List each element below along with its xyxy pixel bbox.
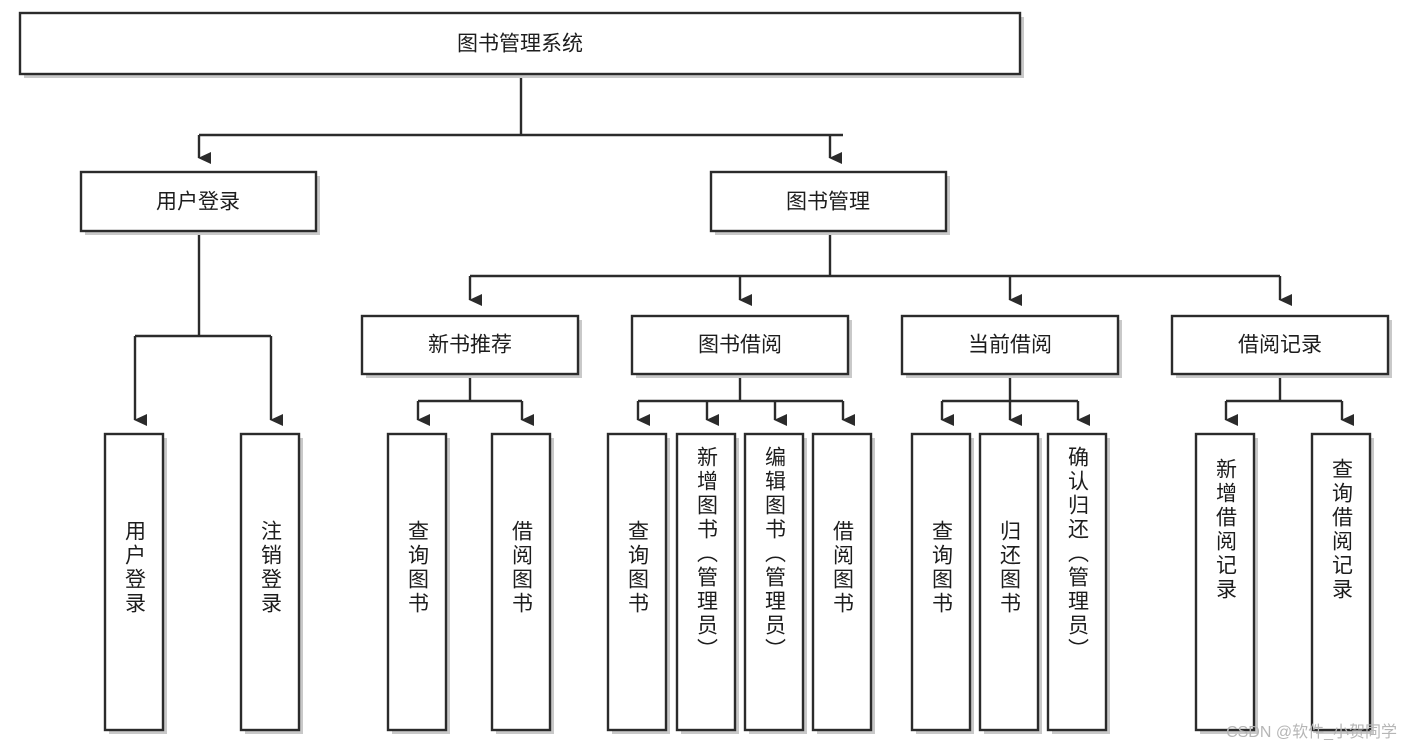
leaf-borrow-book-1-label: 借阅图书 — [510, 520, 534, 616]
node-new-book-recommend-label: 新书推荐 — [428, 334, 512, 357]
leaf-edit-book-label: 编辑图书（管理员） — [763, 446, 787, 662]
node-book-borrow[interactable]: 图书借阅 — [630, 314, 852, 378]
leaf-user-login[interactable]: 用户登录 — [103, 432, 167, 734]
node-book-manage-label: 图书管理 — [786, 191, 870, 214]
node-root[interactable]: 图书管理系统 — [18, 11, 1024, 78]
node-new-book-recommend[interactable]: 新书推荐 — [360, 314, 582, 378]
leaf-return-book-label: 归还图书 — [998, 520, 1022, 616]
leaf-query-record-label: 查询借阅记录 — [1330, 458, 1354, 602]
node-borrow-record-label: 借阅记录 — [1238, 334, 1322, 357]
connectors-layer — [133, 76, 1354, 426]
leaf-query-book-2[interactable]: 查询图书 — [606, 432, 670, 734]
leaf-add-record-label: 新增借阅记录 — [1214, 458, 1238, 602]
leaf-borrow-book-2-label: 借阅图书 — [831, 520, 855, 616]
leaf-query-book-3[interactable]: 查询图书 — [910, 432, 974, 734]
node-current-borrow-label: 当前借阅 — [968, 334, 1052, 357]
leaf-user-logout-label: 注销登录 — [259, 520, 283, 616]
leaf-user-logout[interactable]: 注销登录 — [239, 432, 303, 734]
leaf-query-book-1-label: 查询图书 — [406, 520, 430, 616]
leaf-query-book-3-label: 查询图书 — [930, 520, 954, 616]
leaf-query-record[interactable]: 查询借阅记录 — [1310, 432, 1374, 734]
leaf-user-login-label: 用户登录 — [123, 520, 147, 616]
leaf-return-book[interactable]: 归还图书 — [978, 432, 1042, 734]
node-book-borrow-label: 图书借阅 — [698, 334, 782, 357]
node-user-login[interactable]: 用户登录 — [79, 170, 320, 235]
node-book-manage[interactable]: 图书管理 — [709, 170, 950, 235]
node-root-label: 图书管理系统 — [457, 33, 583, 56]
node-current-borrow[interactable]: 当前借阅 — [900, 314, 1122, 378]
leaf-add-book-label: 新增图书（管理员） — [695, 446, 719, 662]
leaf-edit-book[interactable]: 编辑图书（管理员） — [743, 432, 807, 734]
leaf-borrow-book-2[interactable]: 借阅图书 — [811, 432, 875, 734]
leaf-add-book[interactable]: 新增图书（管理员） — [675, 432, 739, 734]
csdn-watermark: CSDN @软件_小贺同学 — [1226, 724, 1397, 741]
leaf-confirm-return[interactable]: 确认归还（管理员） — [1046, 432, 1110, 734]
node-borrow-record[interactable]: 借阅记录 — [1170, 314, 1392, 378]
leaf-confirm-return-label: 确认归还（管理员） — [1066, 446, 1090, 662]
leaf-add-record[interactable]: 新增借阅记录 — [1194, 432, 1258, 734]
leaf-borrow-book-1[interactable]: 借阅图书 — [490, 432, 554, 734]
node-user-login-label: 用户登录 — [156, 191, 240, 214]
leaf-query-book-1[interactable]: 查询图书 — [386, 432, 450, 734]
leaf-query-book-2-label: 查询图书 — [626, 520, 650, 616]
